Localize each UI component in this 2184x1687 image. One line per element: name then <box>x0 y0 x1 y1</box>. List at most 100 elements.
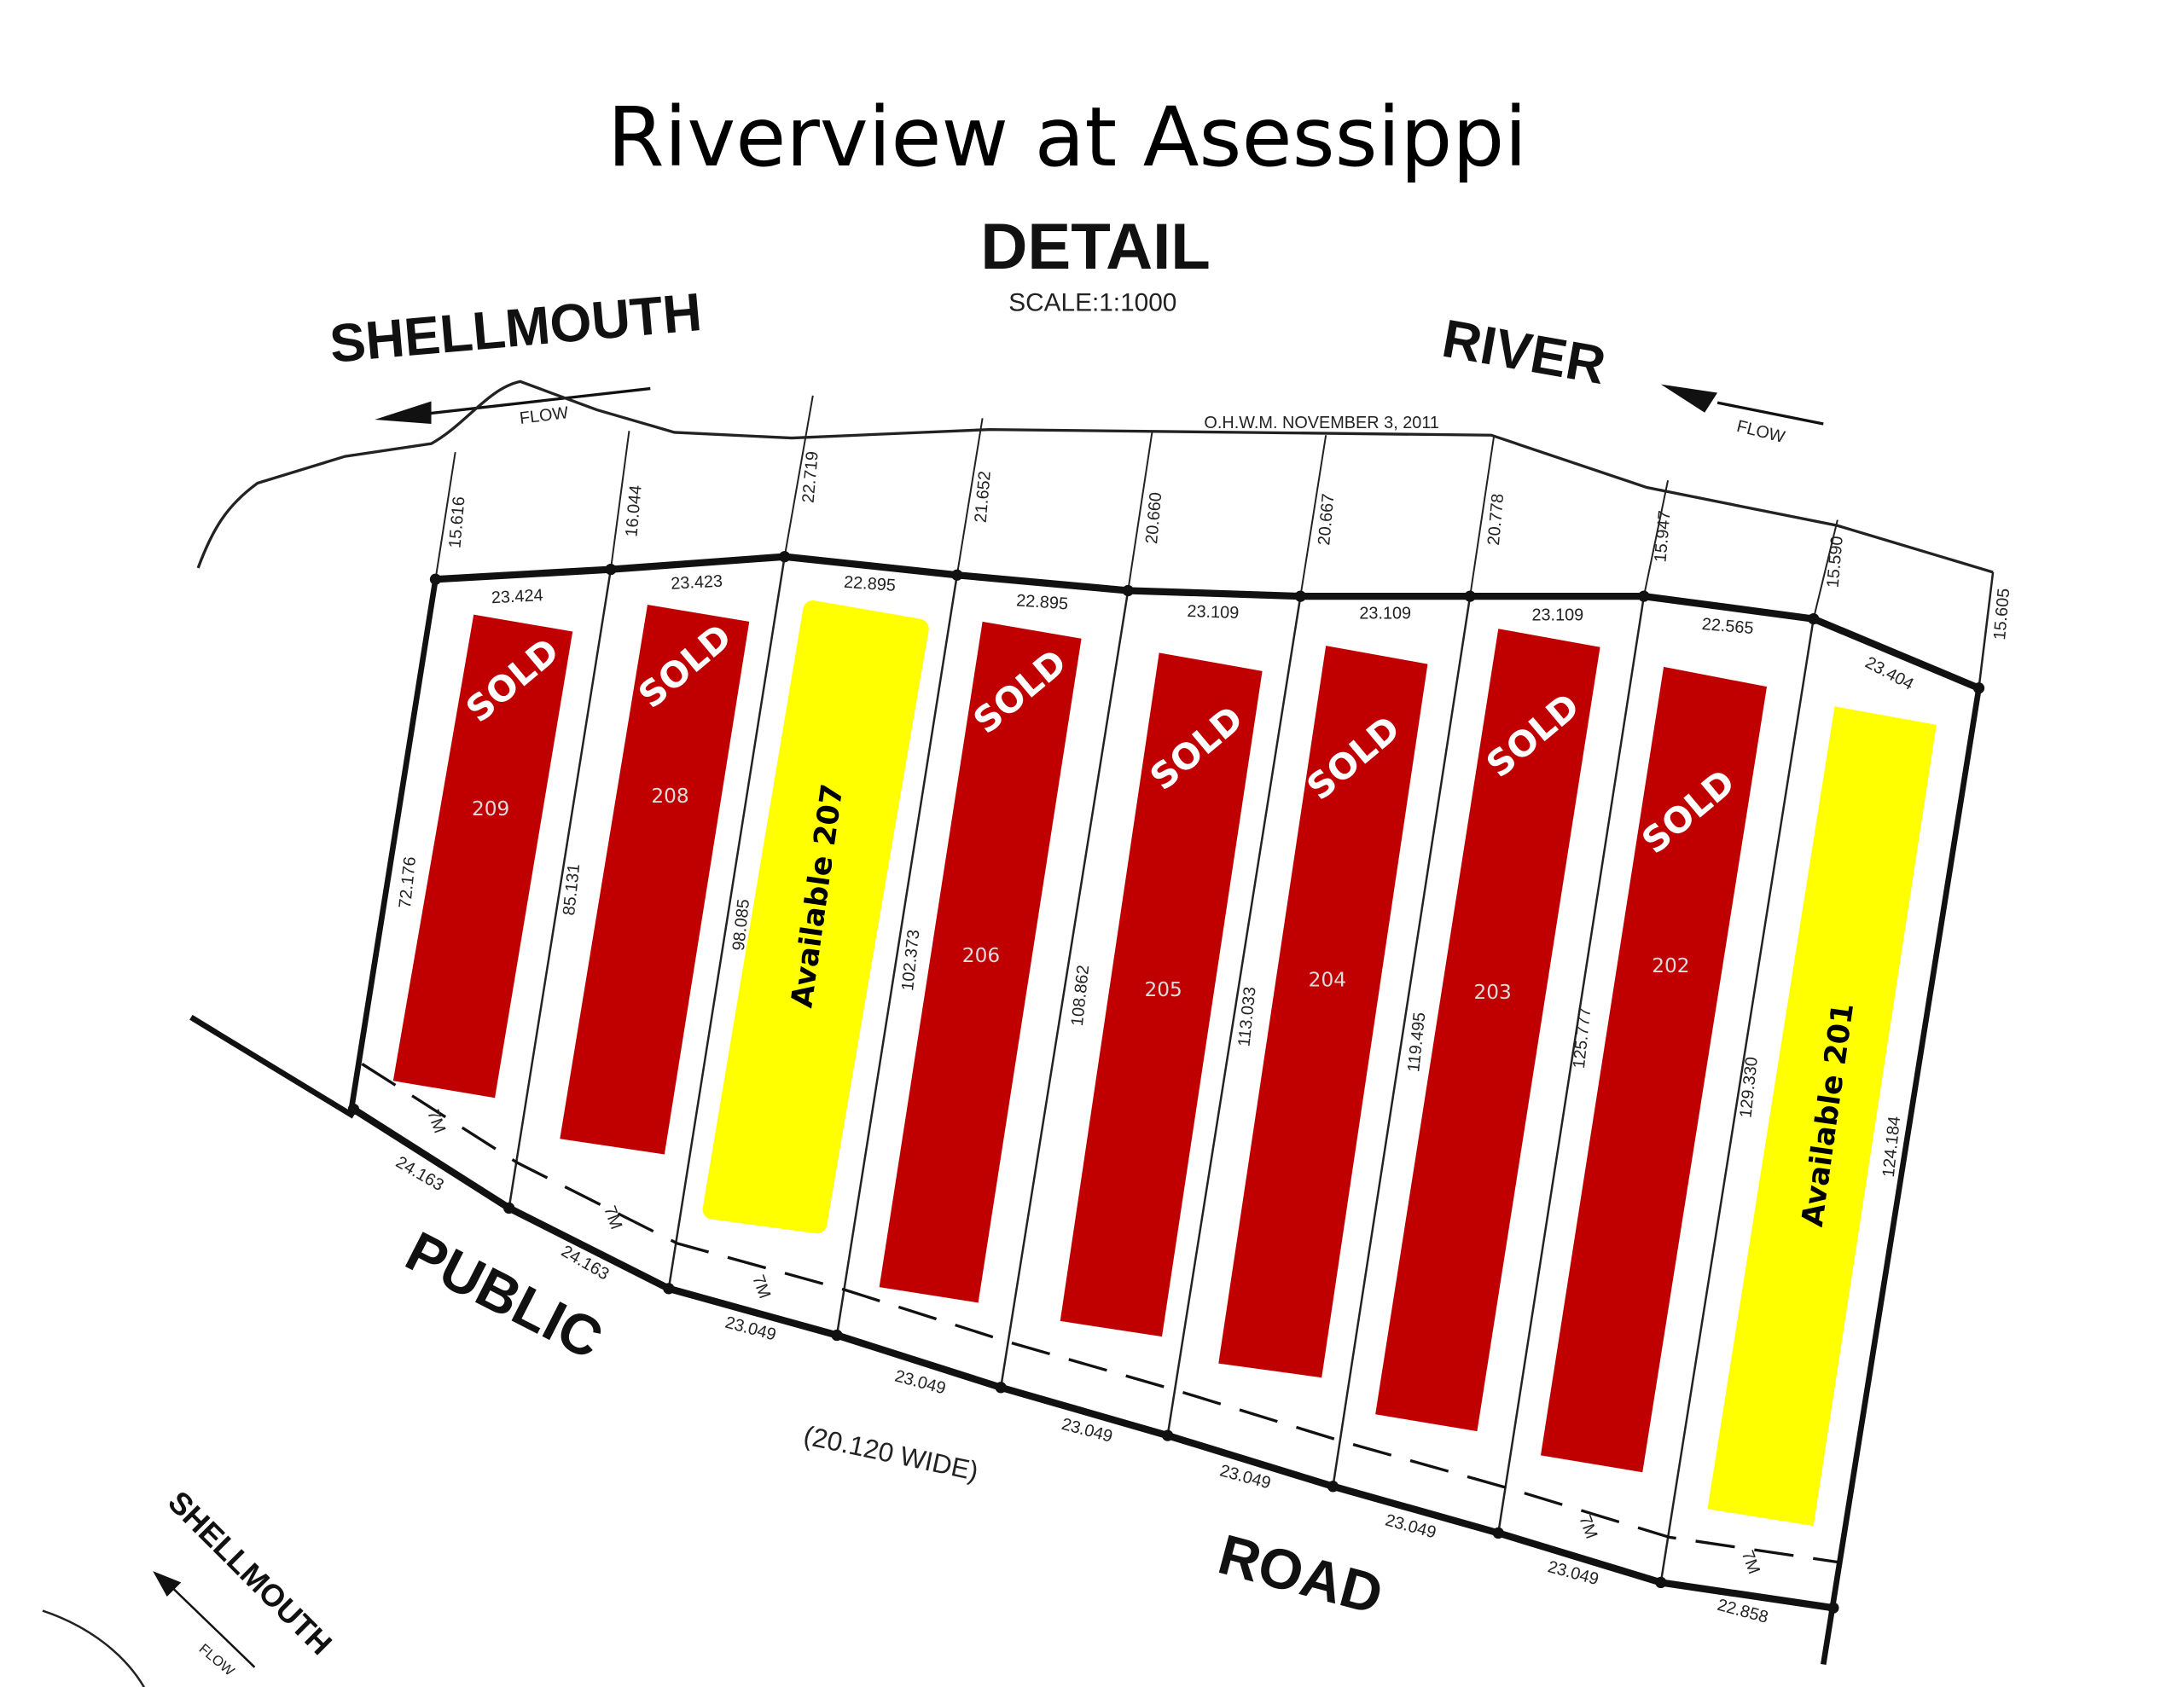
lot-width-dimension: 23.109 <box>1359 605 1411 623</box>
river-depth-dimension: 16.044 <box>622 484 645 537</box>
road-edge-left <box>189 1014 356 1119</box>
road-width-label: (20.120 WIDE) <box>801 1420 981 1487</box>
scale-label: SCALE:1:1000 <box>1008 288 1176 316</box>
lot-boundaries <box>347 395 1995 1666</box>
lot-width-dimension: 23.109 <box>1187 602 1239 623</box>
lot-line-extension <box>1127 432 1153 591</box>
lot-line-extension <box>1812 519 1838 619</box>
sold-lot-block[interactable] <box>392 614 573 1099</box>
flow-label: FLOW <box>519 403 570 428</box>
lot-width-dimension: 22.895 <box>1016 591 1069 613</box>
river-depth-dimension: 20.778 <box>1484 493 1507 546</box>
lot-line-extension <box>434 451 456 580</box>
river-edge-line <box>196 380 1994 574</box>
lot-depth-dimension: 108.862 <box>1068 964 1093 1027</box>
setback-line <box>361 1063 1843 1564</box>
lot-line <box>1332 595 1472 1487</box>
available-lot-block[interactable] <box>1707 706 1937 1527</box>
lot-line <box>1497 595 1646 1533</box>
survey-pin-icon <box>779 551 791 563</box>
lot-line-extension <box>1299 435 1327 597</box>
river-depth-dimension: 15.947 <box>1651 510 1674 563</box>
lot-width-dimension: 22.565 <box>1701 615 1754 638</box>
survey-pin-icon <box>1294 590 1306 602</box>
river-depth-dimension: 20.660 <box>1142 491 1165 544</box>
river-name-shellmouth: SHELLMOUTH <box>328 282 704 374</box>
ohwm-label: O.H.W.M. NOVEMBER 3, 2011 <box>1204 414 1439 432</box>
lot-line <box>508 569 613 1209</box>
lot-line-extension <box>1469 435 1496 597</box>
river-depth-dimension: 22.719 <box>799 450 822 503</box>
lot-depth-dimension: 125.777 <box>1570 1006 1594 1070</box>
lot-line <box>667 556 786 1290</box>
lot-number: 208 <box>651 785 688 808</box>
road-label-road: ROAD <box>1212 1523 1390 1627</box>
river-name-shellmouth-bottom: SHELLMOUTH <box>161 1484 339 1661</box>
river-depth-dimension: 15.605 <box>1990 588 2013 641</box>
detail-heading: DETAIL <box>980 211 1210 283</box>
sold-lot-block[interactable] <box>560 605 750 1155</box>
lot-depth-dimension: 102.373 <box>898 929 923 992</box>
lot-width-dimension: 23.424 <box>491 586 543 607</box>
survey-pin-icon <box>1827 1602 1839 1614</box>
arrow-head-icon <box>153 1571 182 1597</box>
river-depth-dimension: 15.616 <box>445 496 468 548</box>
flow-label: FLOW <box>1734 417 1786 447</box>
survey-pin-icon <box>995 1382 1007 1394</box>
survey-pin-icon <box>1327 1481 1339 1493</box>
survey-pin-icon <box>605 563 617 576</box>
setback-7m-label: 7M <box>1575 1513 1600 1541</box>
lot-line <box>835 575 959 1336</box>
lot-line <box>1166 595 1302 1436</box>
arrow-head-icon <box>375 401 432 424</box>
lot-207[interactable]: Available 207 <box>702 600 929 1234</box>
survey-pin-icon <box>1162 1429 1174 1441</box>
road-edge-line <box>351 1105 1834 1612</box>
sold-lot-block[interactable] <box>1540 666 1768 1473</box>
available-lot-block[interactable] <box>702 600 929 1234</box>
property-line-west <box>347 578 439 1114</box>
lot-width-dimension: 23.423 <box>671 572 723 594</box>
survey-pin-icon <box>951 569 963 581</box>
river-depth-dimension: 15.590 <box>1824 536 1847 588</box>
lot-depth-dimension: 119.495 <box>1404 1012 1429 1073</box>
setback-7m-label: 7M <box>600 1203 625 1232</box>
lot-line-extension <box>609 431 630 570</box>
sold-lot-block[interactable] <box>1218 646 1428 1378</box>
lot-width-dimension: 22.895 <box>843 573 896 595</box>
survey-pin-icon <box>663 1283 675 1295</box>
river-name-river: RIVER <box>1438 309 1610 396</box>
sold-lot-block[interactable] <box>1060 652 1263 1337</box>
river-depth-dimension: 21.652 <box>972 470 995 523</box>
survey-pin-icon <box>1972 682 1985 694</box>
property-line-top <box>435 553 1981 692</box>
lot-line <box>1659 618 1815 1583</box>
arrow-head-icon <box>1660 384 1718 413</box>
survey-pin-icon <box>1122 584 1134 597</box>
river-depth-dimension: 20.667 <box>1315 493 1338 546</box>
sold-lot-block[interactable] <box>879 621 1082 1303</box>
lot-number: 209 <box>472 797 509 820</box>
survey-pin-icon <box>1808 612 1820 625</box>
lot-number: 206 <box>962 944 1000 967</box>
survey-pin-icon <box>503 1202 515 1215</box>
sold-lot-block[interactable] <box>1375 629 1600 1432</box>
lot-201[interactable]: Available 201 <box>1707 706 1937 1527</box>
lot-number: 203 <box>1474 981 1512 1004</box>
lot-number: 204 <box>1309 968 1346 991</box>
lot-depth-dimension: 113.033 <box>1234 986 1259 1047</box>
lot-line-extension <box>956 418 984 576</box>
lot-line-extension <box>1978 571 1995 688</box>
survey-pin-icon <box>1638 590 1650 602</box>
property-line-east <box>1821 687 1982 1666</box>
setback-7m-label: 7M <box>1738 1548 1763 1576</box>
